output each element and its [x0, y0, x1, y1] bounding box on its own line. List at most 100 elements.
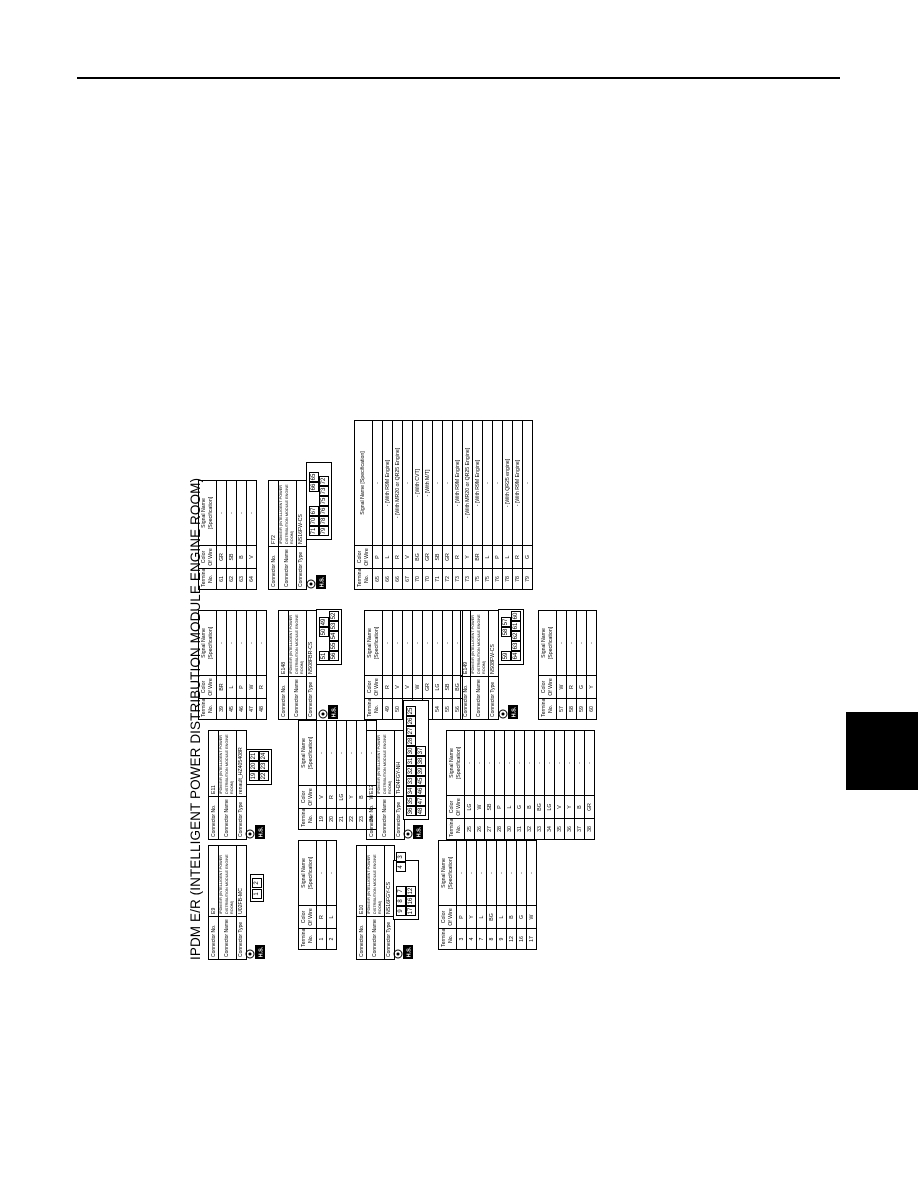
connector-name-label: Connector Name: [218, 796, 236, 840]
pin-cavity: 48: [416, 806, 426, 816]
terminal-no-cell: 39: [216, 698, 227, 720]
wire-color-cell: BR: [216, 675, 227, 699]
wire-color-cell: G: [516, 905, 527, 929]
hs-harness-side-icon: H.S.: [498, 704, 518, 720]
hs-label: H.S.: [320, 576, 326, 587]
signal-name-cell: -: [514, 730, 525, 796]
signal-name-cell: -: [442, 610, 453, 676]
signal-name-header: Signal Name [Specification]: [198, 480, 217, 546]
wire-color-cell: LG: [336, 785, 347, 809]
wire-color-cell: B: [574, 795, 585, 819]
terminal-no-cell: 70: [422, 568, 433, 590]
signal-name-cell: -: [492, 420, 503, 546]
wire-color-cell: R: [452, 545, 463, 569]
signal-name-cell: - [With R9M Engine]: [452, 420, 463, 546]
connector-type-value: NS08FW-CS: [488, 610, 498, 677]
signal-name-cell: -: [346, 720, 357, 786]
signal-name-cell: -: [482, 420, 493, 546]
wire-color-cell: W: [412, 675, 423, 699]
connector-name-label: Connector Name: [366, 916, 384, 960]
wire-color-cell: W: [556, 675, 567, 699]
terminal-no-cell: 79: [522, 568, 533, 590]
signal-name-cell: -: [576, 610, 587, 676]
terminal-no-cell: 8: [486, 928, 497, 950]
terminal-no-cell: 38: [584, 818, 595, 840]
connector-no-label: Connector No.: [278, 676, 289, 720]
terminal-no-cell: 54: [432, 698, 443, 720]
signal-name-cell: -: [372, 420, 383, 546]
signal-name-cell: -: [516, 840, 527, 906]
signal-name-cell: - [With QR25 engine]: [502, 420, 513, 546]
hs-label: H.S.: [417, 826, 423, 837]
signal-name-cell: -: [392, 610, 403, 676]
pin-cavity: 50: [319, 627, 329, 637]
wire-color-cell: R: [326, 785, 337, 809]
wire-color-cell: W: [246, 675, 257, 699]
header-rule: [77, 77, 840, 79]
wire-color-cell: P: [236, 675, 247, 699]
terminal-no-cell: 32: [524, 818, 535, 840]
signal-name-cell: -: [564, 730, 575, 796]
signal-name-header: Signal Name [Specification]: [298, 840, 317, 906]
pin-cavity: 4: [396, 862, 406, 872]
wire-color-cell: L: [476, 905, 487, 929]
connector-type-label: Connector Type: [296, 546, 306, 590]
wire-color-cell: LG: [544, 795, 555, 819]
pin-cavity: 32: [406, 766, 416, 776]
connector-no-value: E9: [208, 845, 219, 917]
signal-name-cell: -: [456, 840, 467, 906]
wire-color-cell: G: [514, 795, 525, 819]
connector-name-value: IPDM E/R (INTELLIGENT POWER DISTRIBUTION…: [288, 610, 306, 677]
terminal-no-cell: 47: [246, 698, 257, 720]
wire-color-header: Color Of Wire: [538, 675, 557, 699]
pin-cavity: 8: [396, 896, 406, 906]
wire-color-cell: P: [456, 905, 467, 929]
pin-cavity: 65: [309, 472, 319, 482]
section-tab-marker: [846, 712, 918, 790]
signal-name-cell: -: [524, 730, 535, 796]
pin-cavity: 37: [416, 746, 426, 756]
terminal-no-cell: 50: [392, 698, 403, 720]
pin-cavity: 79: [319, 526, 329, 536]
pin-cavity: 56: [329, 651, 339, 661]
pin-cavity: 19: [249, 771, 259, 781]
signal-name-cell: -: [566, 610, 577, 676]
wire-color-cell: L: [482, 545, 493, 569]
connector-name-label: Connector Name: [218, 916, 236, 960]
pin-cavity: 57: [501, 617, 511, 627]
pin-cavity: 55: [329, 641, 339, 651]
wire-color-cell: Y: [586, 675, 597, 699]
hs-harness-side-icon: H.S.: [403, 824, 423, 840]
connector-name-value: IPDM E/R (INTELLIGENT POWER DISTRIBUTION…: [366, 845, 384, 917]
pin-cavity: 30: [406, 746, 416, 756]
wire-color-cell: B: [506, 905, 517, 929]
pin-cavity: 34: [406, 786, 416, 796]
connector-no-value: F72: [268, 480, 279, 547]
terminal-no-cell: 16: [516, 928, 527, 950]
terminal-no-cell: 73: [462, 568, 473, 590]
pin-cavity: 21: [249, 751, 259, 761]
connector-name-label: Connector Name: [470, 676, 488, 720]
wire-color-cell: SB: [484, 795, 495, 819]
